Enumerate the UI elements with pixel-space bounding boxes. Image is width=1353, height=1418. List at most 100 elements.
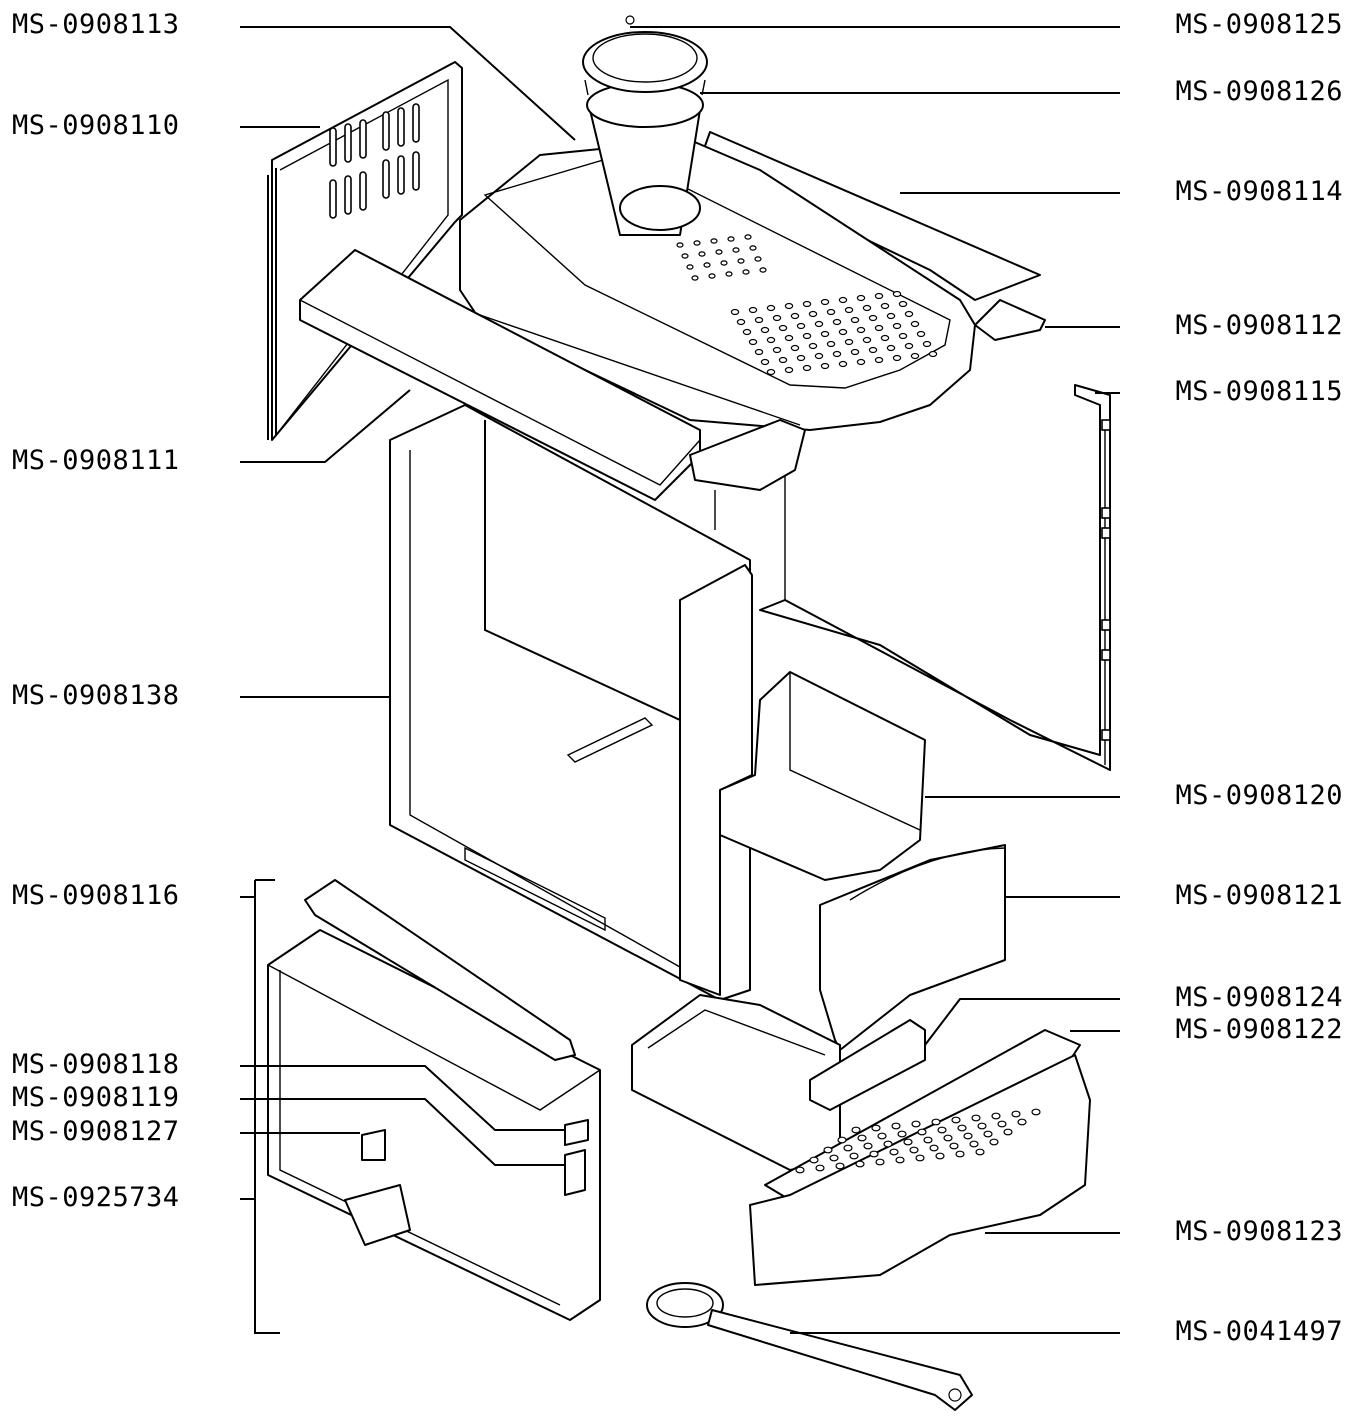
perforation-hole xyxy=(892,322,902,330)
main-body-frame xyxy=(389,404,786,1001)
part-label-left-6: MS-0908118 xyxy=(12,1049,180,1080)
perforation-hole xyxy=(693,240,701,246)
part-label-right-9: MS-0908122 xyxy=(1175,1014,1343,1045)
perforation-hole xyxy=(730,308,740,316)
perforation-hole xyxy=(737,258,745,264)
perforation-hole xyxy=(910,352,920,360)
perforation-hole xyxy=(1003,1128,1013,1136)
perforation-hole xyxy=(796,322,806,330)
perforation-hole xyxy=(1011,1110,1021,1118)
perforation-hole xyxy=(931,1118,941,1126)
top-cover xyxy=(459,82,1046,431)
perforation-hole xyxy=(835,1162,845,1170)
perforation-hole xyxy=(744,234,752,240)
perforation-hole xyxy=(874,356,884,364)
perforation-hole xyxy=(957,1124,967,1132)
perforation-hole xyxy=(742,269,750,275)
perforation-hole xyxy=(727,236,735,242)
part-label-right-6: MS-0908120 xyxy=(1175,780,1343,811)
perforation-hole xyxy=(923,1136,933,1144)
top-cover-holes-upper xyxy=(676,234,767,281)
part-label-left-9: MS-0925734 xyxy=(12,1182,180,1213)
perforation-hole xyxy=(703,262,711,268)
perforation-hole xyxy=(892,354,902,362)
perforation-hole xyxy=(732,247,740,253)
perforation-hole xyxy=(928,350,938,358)
perforation-hole xyxy=(874,324,884,332)
perforation-hole xyxy=(736,318,746,326)
perforation-hole xyxy=(871,1124,881,1132)
part-label-left-8: MS-0908127 xyxy=(12,1116,180,1147)
perforation-hole xyxy=(951,1116,961,1124)
perforation-hole xyxy=(686,264,694,270)
perforation-hole xyxy=(772,346,782,354)
perforation-hole xyxy=(802,364,812,372)
perforation-hole xyxy=(895,1156,905,1164)
perforation-hole xyxy=(997,1120,1007,1128)
perforation-hole xyxy=(802,332,812,340)
perforation-hole xyxy=(820,330,830,338)
perforation-hole xyxy=(943,1134,953,1142)
perforation-hole xyxy=(922,340,932,348)
perforation-hole xyxy=(820,362,830,370)
part-label-right-8: MS-0908124 xyxy=(1175,982,1343,1013)
measuring-spoon xyxy=(646,1282,973,1411)
perforation-hole xyxy=(754,316,764,324)
perforation-hole xyxy=(875,1158,885,1166)
part-label-left-5: MS-0908116 xyxy=(12,880,180,911)
perforation-hole xyxy=(856,294,866,302)
perforation-hole xyxy=(691,275,699,281)
perforation-hole xyxy=(862,304,872,312)
perforation-hole xyxy=(877,1132,887,1140)
perforation-hole xyxy=(904,342,914,350)
perforation-hole xyxy=(904,310,914,318)
perforation-hole xyxy=(868,314,878,322)
perforation-hole xyxy=(897,1130,907,1138)
float-indicator xyxy=(809,1019,926,1111)
perforation-hole xyxy=(815,1164,825,1172)
perforation-hole xyxy=(917,1128,927,1136)
part-label-right-4: MS-0908112 xyxy=(1175,310,1343,341)
perforation-hole xyxy=(778,356,788,364)
perforation-hole xyxy=(681,253,689,259)
perforation-hole xyxy=(892,290,902,298)
perforation-hole xyxy=(850,316,860,324)
perforation-hole xyxy=(886,312,896,320)
top-cover-holes xyxy=(730,290,938,376)
part-label-right-3: MS-0908114 xyxy=(1175,176,1343,207)
perforation-hole xyxy=(832,318,842,326)
perforation-hole xyxy=(838,296,848,304)
perforation-hole xyxy=(937,1126,947,1134)
part-label-right-11: MS-0041497 xyxy=(1175,1316,1343,1347)
perforation-hole xyxy=(935,1152,945,1160)
front-panel xyxy=(299,249,806,501)
perforation-hole xyxy=(748,306,758,314)
perforation-hole xyxy=(863,1142,873,1150)
perforation-hole xyxy=(759,267,767,273)
leader-lines xyxy=(240,26,1120,1334)
perforation-hole xyxy=(795,1166,805,1174)
perforation-hole xyxy=(949,1142,959,1150)
perforation-hole xyxy=(843,1144,853,1152)
perforation-hole xyxy=(855,1160,865,1168)
perforation-hole xyxy=(963,1132,973,1140)
perforation-hole xyxy=(975,1148,985,1156)
back-panel xyxy=(759,384,1111,771)
perforation-hole xyxy=(911,1120,921,1128)
drip-tray-base xyxy=(631,994,841,1171)
perforation-hole xyxy=(720,260,728,266)
perforation-hole xyxy=(760,358,770,366)
front-grille xyxy=(819,844,1006,1051)
part-label-right-2: MS-0908126 xyxy=(1175,76,1343,107)
perforation-hole xyxy=(837,1136,847,1144)
perforation-hole xyxy=(832,350,842,358)
perforation-hole xyxy=(880,334,890,342)
perforation-hole xyxy=(880,302,890,310)
part-label-left-3: MS-0908111 xyxy=(12,445,180,476)
perforation-hole xyxy=(754,256,762,262)
perforation-hole xyxy=(889,1148,899,1156)
perforation-hole xyxy=(838,328,848,336)
perforation-hole xyxy=(851,1126,861,1134)
